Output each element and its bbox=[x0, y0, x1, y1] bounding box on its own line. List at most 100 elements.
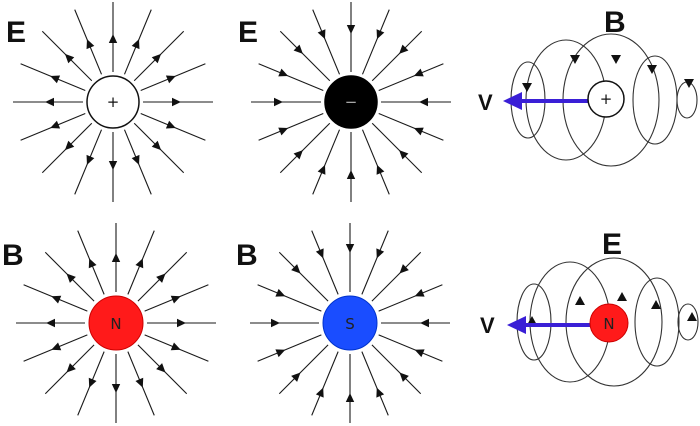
field-arrowhead bbox=[151, 140, 162, 151]
field-arrowhead bbox=[64, 53, 75, 64]
field-arrowhead bbox=[151, 53, 162, 64]
velocity-label: V bbox=[478, 90, 493, 115]
charge-circle bbox=[587, 80, 625, 118]
field-line bbox=[278, 344, 329, 395]
field-arrowhead bbox=[88, 258, 97, 269]
field-arrowhead bbox=[315, 387, 324, 398]
field-line bbox=[258, 112, 324, 141]
field-arrowhead bbox=[271, 318, 280, 328]
field-line bbox=[361, 9, 390, 75]
field-arrowhead bbox=[108, 161, 118, 170]
monopole-circle bbox=[322, 295, 378, 351]
charge-symbol: − bbox=[345, 93, 358, 111]
field-arrowhead bbox=[275, 288, 286, 297]
field-line bbox=[311, 230, 339, 295]
field-arrowhead bbox=[399, 264, 409, 274]
field-line bbox=[361, 230, 389, 295]
field-arrowhead bbox=[131, 154, 140, 165]
field-arrowhead bbox=[399, 150, 409, 160]
velocity-arrowhead bbox=[503, 92, 522, 110]
field-arrowhead bbox=[346, 25, 356, 34]
field-lines bbox=[16, 223, 216, 423]
field-arrowhead bbox=[376, 248, 385, 259]
field-arrowhead bbox=[86, 39, 95, 50]
field-arrowhead bbox=[135, 377, 144, 388]
panel-b-moving-charge: B V + bbox=[478, 6, 698, 167]
field-arrowhead bbox=[278, 68, 289, 77]
field-line bbox=[361, 351, 389, 416]
field-arrowhead bbox=[111, 384, 121, 393]
field-arrowhead bbox=[46, 318, 55, 328]
panel-b-south: B S bbox=[236, 223, 450, 423]
field-line bbox=[371, 122, 423, 174]
field-arrowhead bbox=[345, 244, 355, 253]
panel-e-negative: E − bbox=[238, 2, 451, 202]
panel-label: E bbox=[6, 16, 26, 49]
field-line bbox=[371, 30, 423, 82]
pole-symbol: N bbox=[603, 315, 614, 333]
field-line bbox=[371, 344, 422, 395]
field-arrowhead bbox=[346, 170, 356, 179]
field-arrowhead bbox=[177, 318, 186, 328]
field-arrowhead bbox=[376, 387, 385, 398]
velocity-arrowhead bbox=[507, 316, 526, 334]
field-arrowhead bbox=[156, 273, 166, 283]
field-arrowhead bbox=[111, 253, 121, 262]
field-arrowhead bbox=[50, 120, 61, 129]
field-line bbox=[311, 351, 339, 416]
field-arrowhead bbox=[45, 97, 54, 107]
field-arrowhead bbox=[156, 363, 166, 373]
field-arrowhead bbox=[293, 150, 303, 160]
panel-label: B bbox=[604, 6, 626, 39]
field-lines bbox=[13, 2, 213, 202]
field-arrowhead bbox=[414, 288, 425, 297]
field-arrowhead bbox=[420, 318, 429, 328]
field-line bbox=[258, 63, 324, 92]
field-line bbox=[371, 251, 422, 302]
field-arrowhead bbox=[88, 377, 97, 388]
field-line bbox=[278, 251, 329, 302]
field-arrowhead bbox=[419, 97, 428, 107]
panel-e-moving-monopole: E V N bbox=[480, 228, 699, 387]
panel-e-positive: E + bbox=[6, 2, 213, 202]
field-arrowhead bbox=[376, 29, 385, 40]
field-arrowhead bbox=[86, 154, 95, 165]
field-line bbox=[378, 112, 444, 141]
field-arrowhead bbox=[376, 164, 385, 175]
field-arrowhead bbox=[165, 75, 176, 84]
field-line bbox=[312, 9, 341, 75]
field-arrowhead bbox=[345, 393, 355, 402]
field-arrowhead bbox=[413, 68, 424, 77]
field-arrowhead bbox=[66, 273, 76, 283]
field-line bbox=[279, 122, 331, 174]
field-arrowhead bbox=[315, 248, 324, 259]
velocity-label: V bbox=[480, 313, 495, 338]
field-arrowhead bbox=[399, 372, 409, 382]
field-arrowhead bbox=[399, 44, 409, 54]
panel-b-north: B N bbox=[2, 223, 216, 423]
charge-circle bbox=[324, 75, 378, 129]
panel-label: E bbox=[238, 16, 258, 49]
field-line bbox=[378, 334, 443, 362]
field-arrowhead bbox=[165, 120, 176, 129]
pole-symbol: N bbox=[110, 315, 121, 333]
monopole-circle bbox=[589, 303, 629, 343]
field-arrowhead bbox=[170, 342, 181, 351]
pole-symbol: S bbox=[345, 315, 355, 333]
field-arrowhead bbox=[66, 363, 76, 373]
field-line bbox=[361, 129, 390, 195]
field-arrowhead bbox=[278, 127, 289, 136]
field-arrowhead bbox=[51, 342, 62, 351]
field-arrowhead bbox=[131, 39, 140, 50]
charge-symbol: + bbox=[107, 93, 120, 111]
monopole-circle bbox=[88, 295, 144, 351]
field-lines bbox=[251, 2, 451, 202]
field-line bbox=[312, 129, 341, 195]
panel-label: E bbox=[602, 228, 622, 261]
panel-label: B bbox=[236, 239, 258, 272]
field-lines bbox=[250, 223, 450, 423]
field-arrowhead bbox=[172, 97, 181, 107]
field-arrowhead bbox=[291, 264, 301, 274]
field-arrowhead bbox=[170, 295, 181, 304]
